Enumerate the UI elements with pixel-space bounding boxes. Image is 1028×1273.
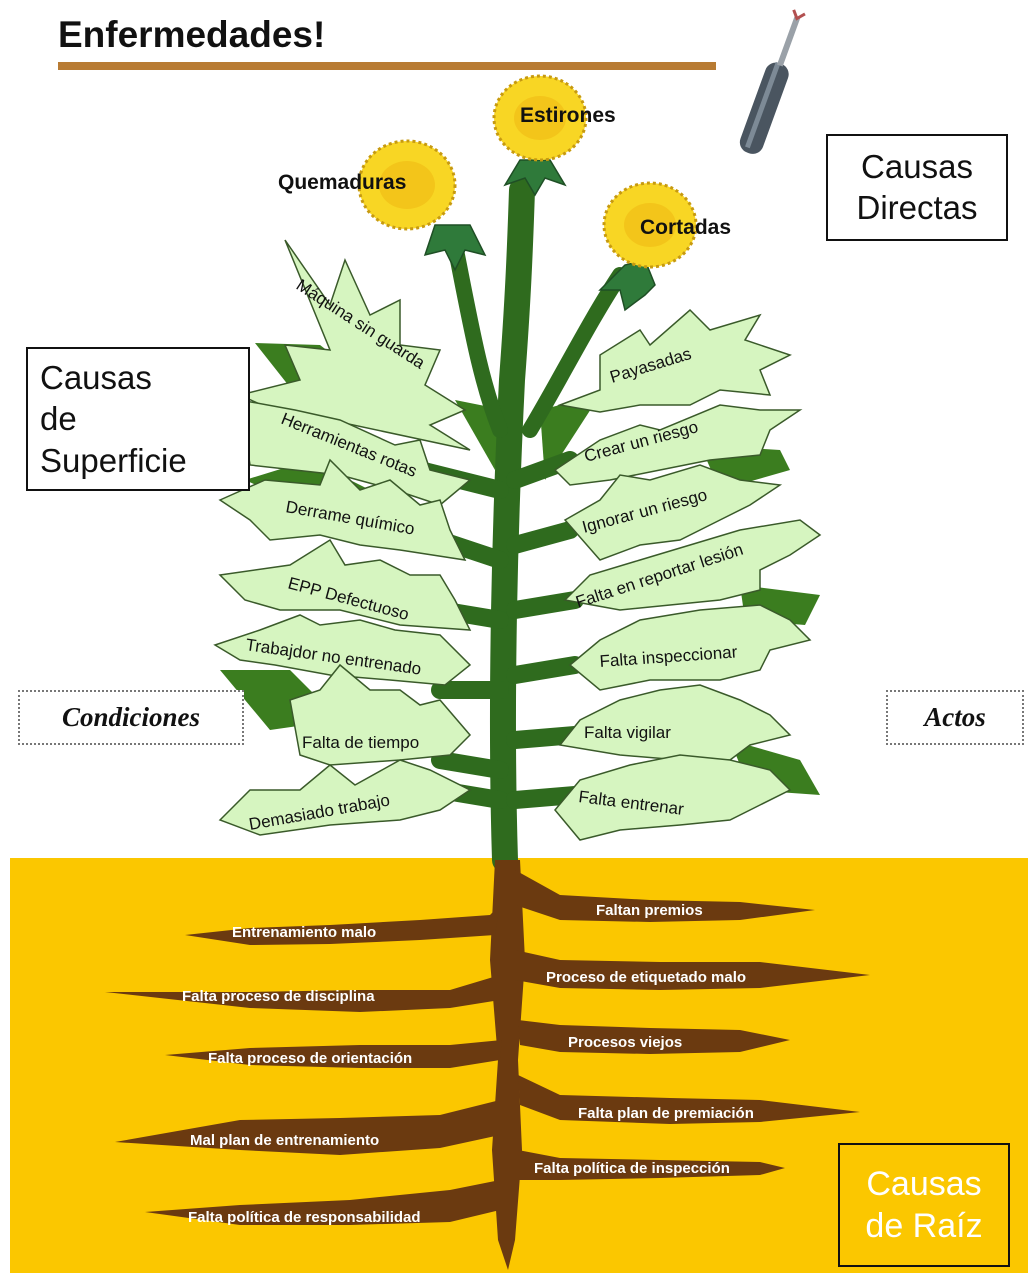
root-label-left-2: Falta proceso de disciplina [182,988,375,1005]
leaf-demasiado [218,759,472,836]
leaf-derrame [218,458,467,561]
leaf-falta-entrenar [554,754,792,841]
box-superficie-line2: de [40,400,77,438]
leaf-maquina [237,239,471,451]
root-left-1 [185,905,500,945]
title-underline [58,62,716,70]
box-superficie-line1: Causas [40,359,152,396]
box-causas-directas: Causas Directas [826,134,1008,241]
flower-label-cortadas: Cortadas [640,216,731,239]
root-label-left-5: Falta política de responsabilidad [188,1209,421,1226]
root-right-1 [515,870,815,922]
root-right-2 [515,950,870,990]
flower-estirones [492,74,588,197]
root-right-4 [518,1075,860,1124]
root-label-right-2: Proceso de etiquetado malo [546,969,746,986]
root-label-right-1: Faltan premios [596,902,703,919]
screwdriver-icon [739,9,806,154]
box-causas-superficie: Causas de Superficie [26,347,250,491]
label-condiciones: Condiciones [18,690,244,745]
flower-quemaduras [357,139,487,272]
leaf-trabajador [213,614,472,686]
root-left-2 [105,975,500,1012]
root-left-4 [115,1100,500,1155]
root-label-right-4: Falta plan de premiación [578,1105,754,1122]
root-label-left-3: Falta proceso de orientación [208,1050,412,1067]
leaf-falta-inspeccionar [568,604,812,691]
root-label-right-5: Falta política de inspección [534,1160,730,1177]
box-directas-line1: Causas [861,148,973,185]
root-right-5 [518,1150,785,1180]
leaf-ignorar [563,464,783,561]
flower-label-quemaduras: Quemaduras [278,171,406,194]
leaf-label-tiempo: Falta de tiempo [302,733,419,752]
root-label-left-4: Mal plan de entrenamiento [190,1132,379,1149]
flower-label-estirones: Estirones [520,104,616,127]
right-leaves [553,308,822,841]
leaf-label-falta-vigilar: Falta vigilar [584,723,671,742]
leaf-falta-reportar [563,519,822,611]
box-superficie-line3: Superficie [40,441,187,479]
box-causas-raiz: Causas de Raíz [838,1143,1010,1267]
page-title: Enfermedades! [58,14,326,55]
left-leaves [213,239,472,836]
leaf-epp [218,538,472,631]
flower-cortadas [598,181,698,312]
root-left-5 [145,1180,500,1225]
box-directas-line2: Directas [856,189,978,227]
label-actos: Actos [886,690,1024,745]
root-label-right-3: Procesos viejos [568,1034,682,1051]
root-right-3 [518,1020,790,1054]
box-raiz-line1: Causas [866,1164,982,1203]
root-label-left-1: Entrenamiento malo [232,924,376,941]
leaf-payasadas [557,308,792,413]
roots [105,860,870,1270]
box-raiz-line2: de Raíz [865,1207,983,1245]
root-left-3 [165,1040,502,1068]
